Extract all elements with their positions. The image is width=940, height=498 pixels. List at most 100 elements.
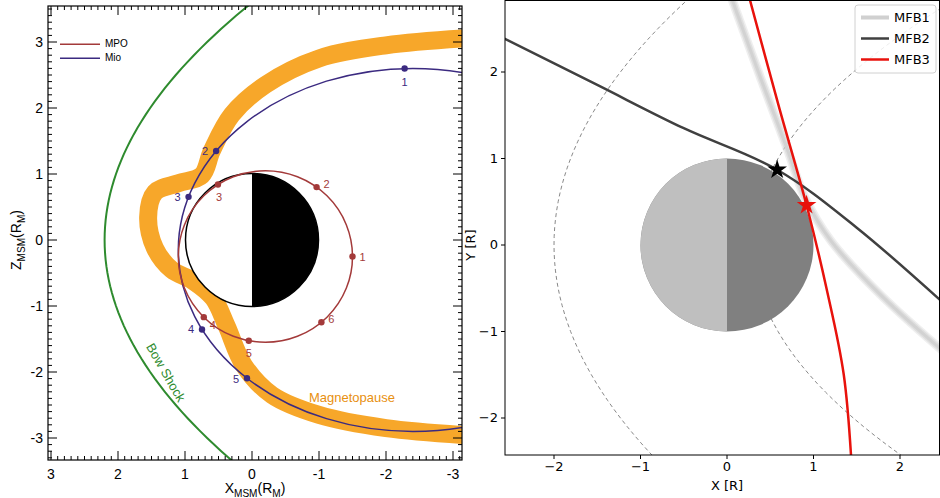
tick-mark <box>144 456 145 460</box>
mfb1-line <box>727 1 940 367</box>
tick-mark <box>439 456 440 460</box>
tick-mark <box>218 456 219 460</box>
orbit-number: 2 <box>202 145 208 158</box>
tick-mark <box>158 6 159 10</box>
tick-mark <box>48 372 57 373</box>
orbit-dot <box>199 326 205 332</box>
tick-mark <box>458 332 462 333</box>
tick-mark <box>265 6 266 10</box>
legend-line <box>60 39 105 49</box>
tick-mark <box>439 6 440 10</box>
tick-mark <box>453 240 462 241</box>
tick-mark <box>198 6 199 10</box>
tick-mark <box>345 456 346 460</box>
tick-mark <box>48 9 52 10</box>
tick-mark <box>458 61 462 62</box>
tick-mark <box>278 456 279 460</box>
tick-mark <box>458 312 462 313</box>
tick-mark <box>446 456 447 460</box>
tick-mark <box>458 226 462 227</box>
tick-mark <box>432 456 433 460</box>
tick-mark <box>458 365 462 366</box>
tick-mark <box>104 6 105 10</box>
tick-mark <box>312 456 313 460</box>
tick-mark <box>298 456 299 460</box>
tick-mark <box>332 456 333 460</box>
tick-mark <box>48 259 52 260</box>
tick-mark <box>458 398 462 399</box>
orbit-number: 4 <box>188 323 194 336</box>
tick-mark <box>48 405 52 406</box>
legend-entry: Mio <box>60 52 121 64</box>
legend-line-stroke <box>861 16 889 20</box>
tick-label: −2 <box>544 460 563 475</box>
tick-mark <box>501 331 505 332</box>
tick-mark <box>339 6 340 10</box>
orbit-number: 4 <box>210 319 216 332</box>
tick-mark <box>458 134 462 135</box>
tick-mark <box>48 127 52 128</box>
axis-title-part: ) <box>8 210 24 215</box>
tick-mark <box>458 160 462 161</box>
tick-mark <box>185 6 186 15</box>
mio-orbit <box>178 68 462 431</box>
tick-mark <box>458 233 462 234</box>
tick-mark <box>458 424 462 425</box>
tick-mark <box>48 35 52 36</box>
tick-mark <box>258 6 259 10</box>
left-axes <box>48 6 462 460</box>
tick-mark <box>151 456 152 460</box>
tick-mark <box>48 246 52 247</box>
tick-mark <box>426 6 427 10</box>
mfb1-line <box>727 1 940 367</box>
tick-mark <box>124 456 125 460</box>
tick-mark <box>258 456 259 460</box>
tick-mark <box>104 456 105 460</box>
tick-mark <box>458 220 462 221</box>
tick-mark <box>185 451 186 460</box>
tick-mark <box>48 220 52 221</box>
tick-mark <box>252 6 253 15</box>
tick-mark <box>458 101 462 102</box>
tick-mark <box>48 226 52 227</box>
legend-entry: MPO <box>60 38 128 50</box>
tick-mark <box>453 6 454 15</box>
orbit-dot <box>401 65 407 71</box>
tick-mark <box>458 207 462 208</box>
tick-mark <box>458 299 462 300</box>
legend-box <box>855 5 936 73</box>
tick-label: 0 <box>490 238 498 253</box>
tick-mark <box>453 42 462 43</box>
tick-mark <box>178 456 179 460</box>
tick-mark <box>501 418 505 419</box>
tick-mark <box>138 6 139 10</box>
orbit-number: 1 <box>359 250 365 263</box>
tick-mark <box>458 279 462 280</box>
tick-mark <box>446 6 447 10</box>
tick-mark <box>64 456 65 460</box>
tick-mark <box>48 286 52 287</box>
tick-mark <box>48 42 57 43</box>
tick-mark <box>48 431 52 432</box>
tick-mark <box>48 134 52 135</box>
tick-mark <box>458 418 462 419</box>
tick-mark <box>48 273 52 274</box>
tick-mark <box>285 456 286 460</box>
tick-mark <box>48 385 52 386</box>
tick-mark <box>48 81 52 82</box>
tick-mark <box>458 147 462 148</box>
tick-mark <box>458 75 462 76</box>
tick-mark <box>48 101 52 102</box>
tick-mark <box>84 456 85 460</box>
tick-mark <box>51 451 52 460</box>
tick-mark <box>231 6 232 10</box>
tick-mark <box>48 424 52 425</box>
tick-mark <box>48 438 57 439</box>
tick-mark <box>458 246 462 247</box>
tick-mark <box>48 306 57 307</box>
tick-mark <box>312 6 313 10</box>
axis-title-part: (R <box>258 480 273 496</box>
left-plot <box>105 6 462 460</box>
tick-mark <box>453 174 462 175</box>
legend-text: MPO <box>105 38 128 50</box>
